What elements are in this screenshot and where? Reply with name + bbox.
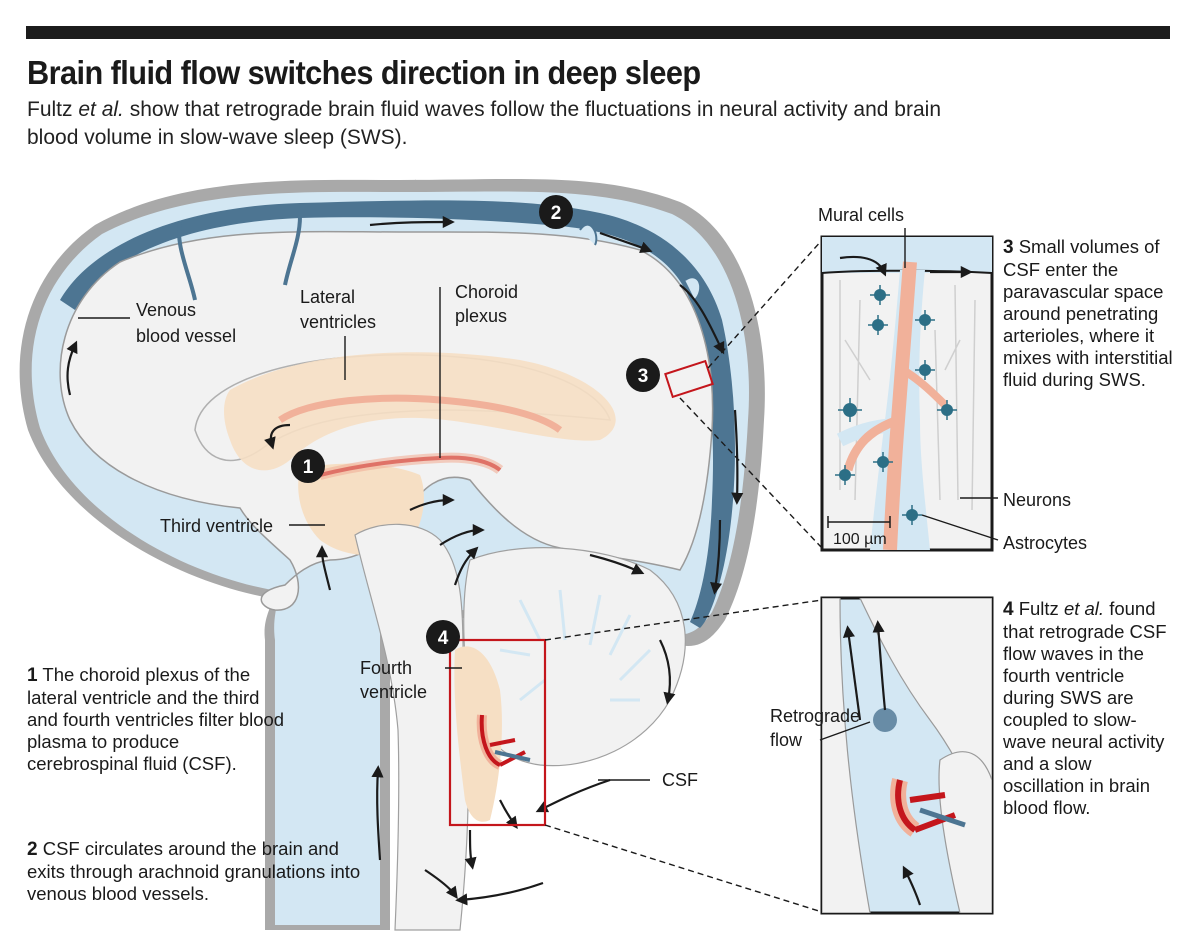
arachnoid-granulation-2 — [684, 276, 702, 301]
scale-bar: 100 µm — [827, 516, 891, 548]
label-retrograde-1: Retrograde — [770, 706, 860, 726]
marker-1: 1 — [291, 449, 325, 483]
label-lateral-2: ventricles — [300, 312, 376, 332]
marker-2: 2 — [539, 195, 573, 229]
svg-text:100 µm: 100 µm — [833, 531, 887, 548]
label-venous-2: blood vessel — [136, 326, 236, 346]
marker-4: 4 — [426, 620, 460, 654]
neuron-dendrites — [839, 280, 976, 511]
astrocyte-processes — [835, 285, 957, 525]
note-4: 4 Fultz et al. found that retrograde CSF… — [1003, 598, 1173, 819]
note-2-text: CSF circulates around the brain and exit… — [27, 838, 361, 904]
label-retrograde-2: flow — [770, 730, 803, 750]
subtitle-author: Fultz — [27, 98, 73, 121]
note-4-text: found that retrograde CSF flow waves in … — [1003, 598, 1167, 818]
zoom-box-3 — [664, 359, 714, 399]
note-1-text: The choroid plexus of the lateral ventri… — [27, 664, 285, 774]
brain-section — [19, 179, 823, 931]
label-csf: CSF — [662, 770, 698, 790]
figure-subtitle: Fultz et al. show that retrograde brain … — [27, 96, 987, 152]
label-fourth-1: Fourth — [360, 658, 412, 678]
subtitle-etal: et al. — [78, 98, 124, 121]
zoom-box-4 — [448, 638, 547, 827]
svg-text:3: 3 — [638, 366, 649, 387]
figure-title: Brain fluid flow switches direction in d… — [27, 54, 701, 91]
label-choroid-2: plexus — [455, 306, 507, 326]
note-3-number: 3 — [1003, 237, 1014, 258]
label-mural-cells: Mural cells — [818, 205, 904, 225]
arachnoid-granulation — [579, 223, 598, 246]
note-1: 1 The choroid plexus of the lateral vent… — [27, 664, 287, 775]
label-choroid-1: Choroid — [455, 282, 518, 302]
label-lateral-1: Lateral — [300, 287, 355, 307]
flow-arrows — [66, 215, 744, 906]
subtitle-text: show that retrograde brain fluid waves f… — [27, 98, 942, 149]
top-rule — [26, 26, 1170, 39]
lateral-ventricles — [224, 352, 616, 471]
venous-sinus — [60, 200, 735, 628]
svg-text:1: 1 — [303, 457, 314, 478]
note-4-number: 4 — [1003, 599, 1014, 620]
note-2: 2 CSF circulates around the brain and ex… — [27, 838, 367, 905]
cerebrum — [59, 230, 714, 611]
label-third-ventricle: Third ventricle — [160, 516, 273, 536]
label-venous-1: Venous — [136, 300, 196, 320]
inset-3: 100 µm — [820, 228, 999, 552]
cerebellum-folia — [499, 589, 652, 702]
note-3-text: Small volumes of CSF enter the paravascu… — [1003, 236, 1173, 390]
note-1-number: 1 — [27, 665, 38, 686]
note-4-etal: et al. — [1063, 598, 1105, 619]
choroid-plexus-tissue — [318, 452, 504, 480]
svg-text:4: 4 — [438, 628, 449, 649]
svg-text:2: 2 — [551, 203, 562, 224]
label-neurons: Neurons — [1003, 490, 1071, 510]
inset-4 — [819, 596, 994, 915]
leader-lines — [78, 287, 650, 781]
fourth-ventricle-plexus — [476, 714, 531, 770]
note-3: 3 Small volumes of CSF enter the paravas… — [1003, 236, 1173, 391]
note-2-number: 2 — [27, 839, 38, 860]
tributary-veins — [177, 215, 302, 301]
marker-3: 3 — [626, 358, 660, 392]
note-4-author: Fultz — [1018, 598, 1059, 619]
label-astrocytes: Astrocytes — [1003, 533, 1087, 553]
label-fourth-2: ventricle — [360, 682, 427, 702]
connector-lines — [544, 239, 823, 913]
